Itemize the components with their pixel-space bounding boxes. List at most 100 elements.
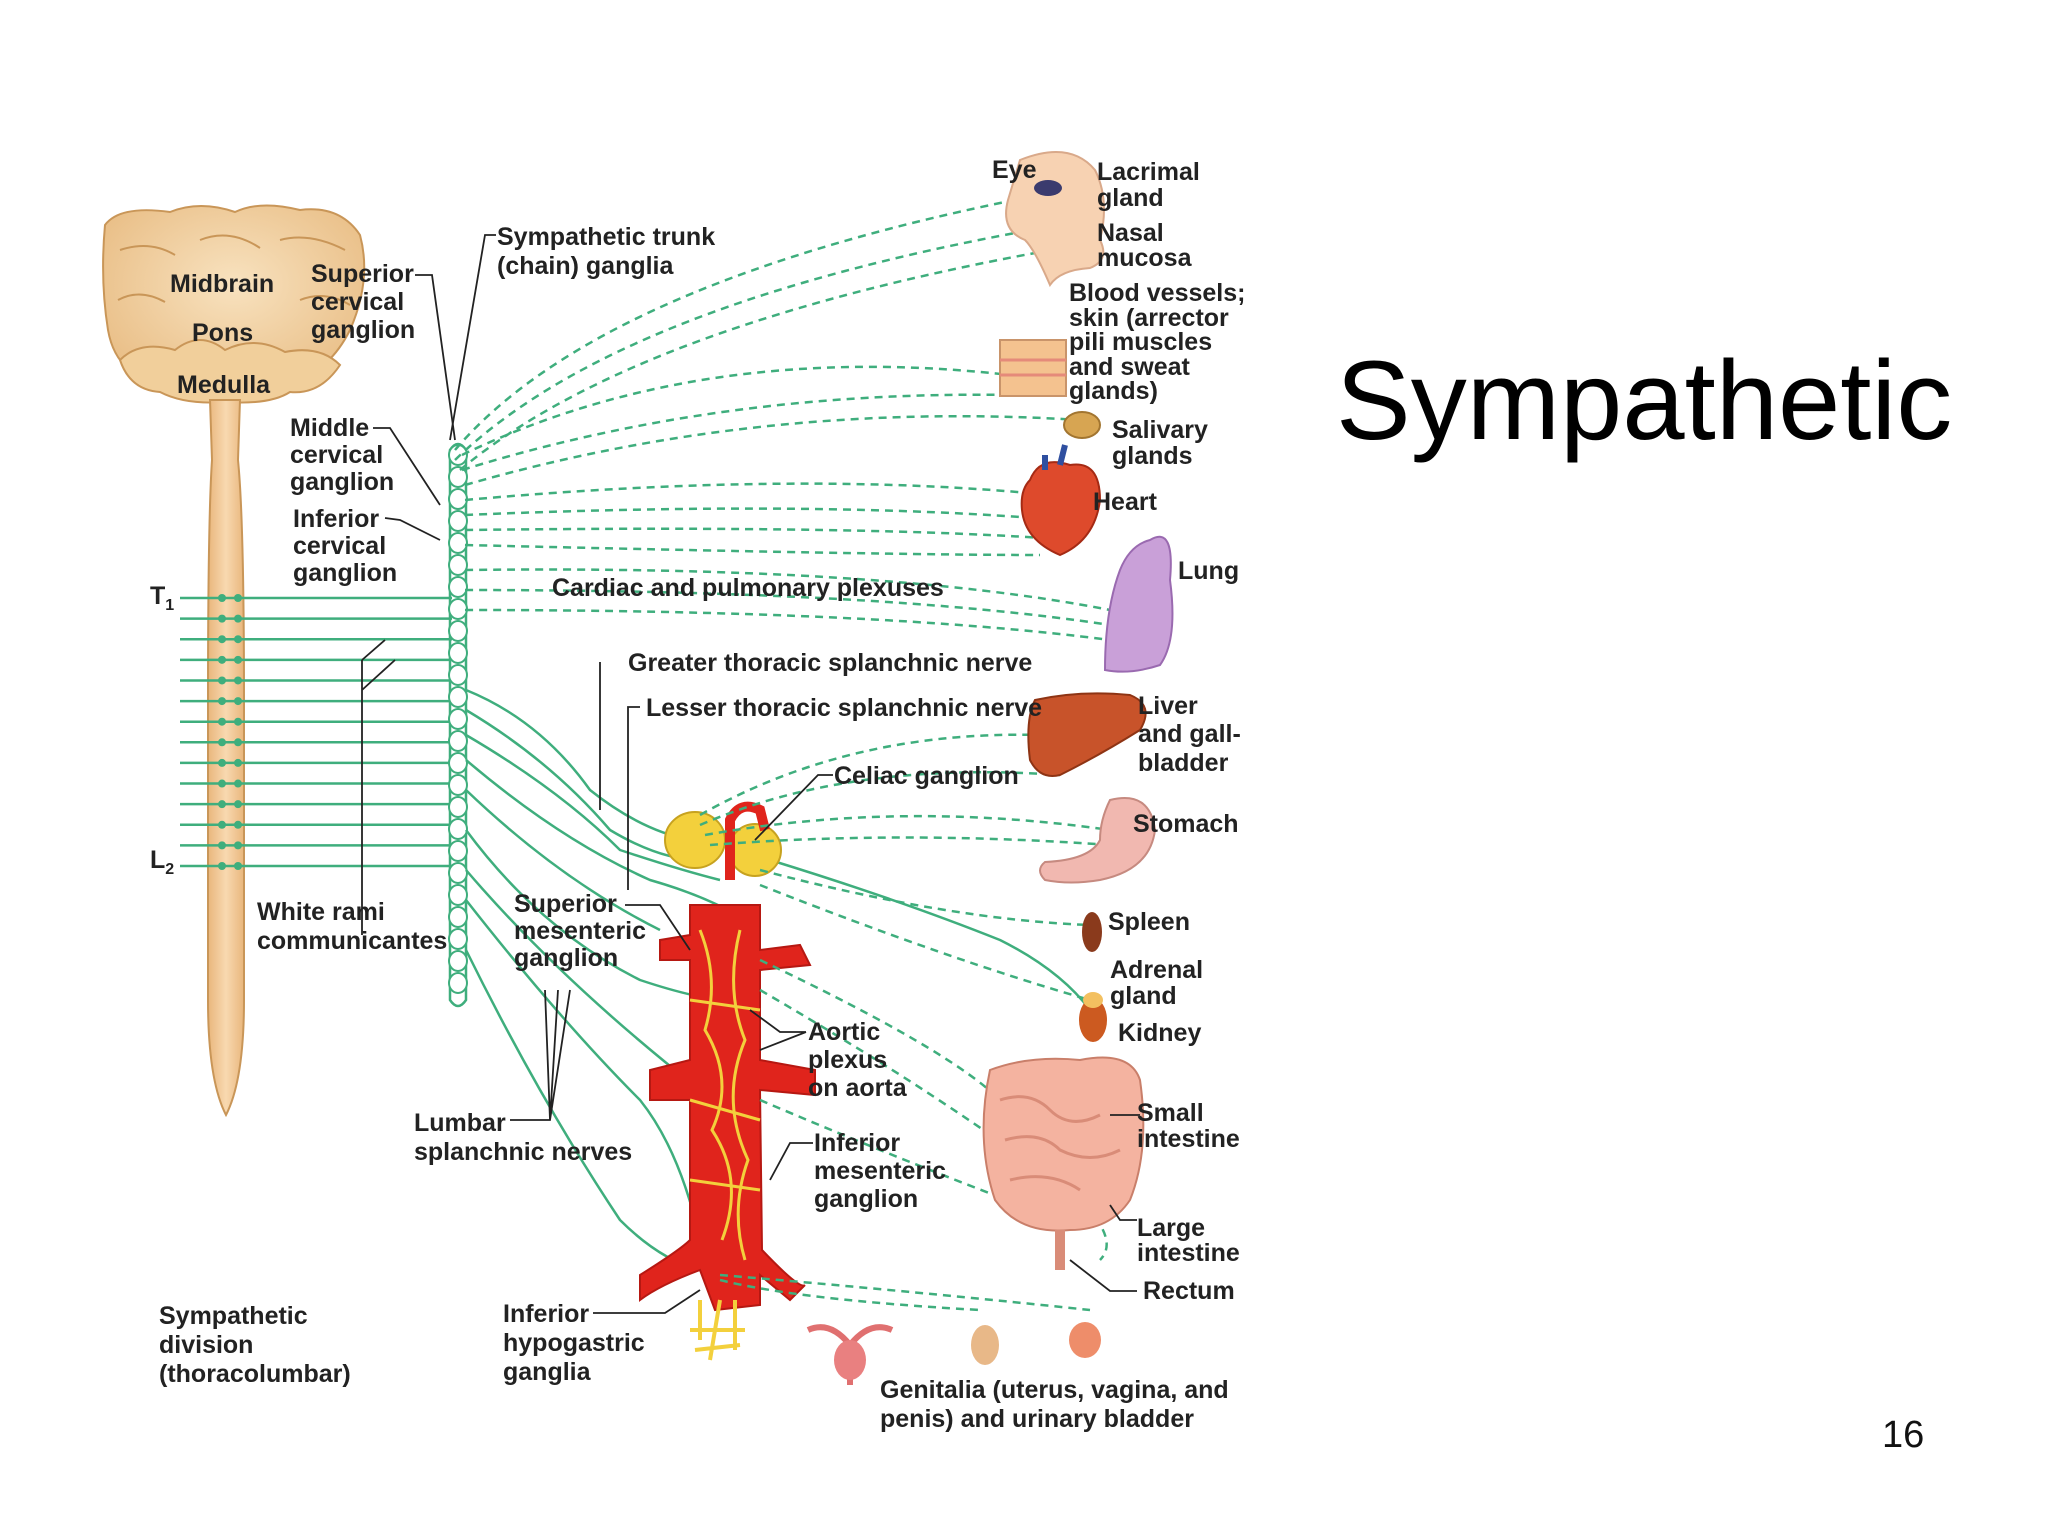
salivary-gland-shape: [1063, 411, 1101, 439]
white-rami-label-1: White rami: [257, 898, 385, 926]
rectum-label: Rectum: [1143, 1277, 1235, 1305]
middle-cervical-label-3: ganglion: [290, 468, 394, 496]
chain-ganglion-bead: [448, 598, 468, 620]
chain-ganglion-bead: [448, 554, 468, 576]
skin-block: [999, 339, 1067, 397]
chain-ganglion-bead: [448, 906, 468, 928]
inferior-hypogastric-label-3: ganglia: [503, 1358, 592, 1386]
nasal-label-2: mucosa: [1097, 244, 1193, 272]
sympathetic-trunk-label-2: (chain) ganglia: [497, 252, 675, 280]
l2-label: L2: [150, 846, 174, 878]
bladder-shape: [1069, 1322, 1101, 1358]
inferior-mesenteric-label-3: ganglion: [814, 1185, 918, 1213]
lacrimal-label-2: gland: [1097, 184, 1164, 212]
chain-ganglion-bead: [448, 620, 468, 642]
chain-ganglion-bead: [448, 884, 468, 906]
aorta: [639, 801, 816, 1361]
sympathetic-trunk-label-1: Sympathetic trunk: [497, 223, 715, 251]
spinal-cord: [207, 399, 245, 1118]
chain-ganglion-bead: [448, 686, 468, 708]
stomach-shape: [1039, 797, 1157, 884]
penis-shape: [971, 1325, 999, 1365]
nasal-label-1: Nasal: [1097, 219, 1164, 247]
salivary-label-2: glands: [1112, 442, 1193, 470]
superior-mesenteric-label-1: Superior: [514, 890, 617, 918]
slide-page-number: 16: [1882, 1414, 1925, 1456]
chain-ganglion-bead: [448, 466, 468, 488]
caption-line-3: (thoracolumbar): [159, 1360, 351, 1388]
greater-splanchnic-label: Greater thoracic splanchnic nerve: [628, 649, 1032, 677]
blood-vessels-label-2: skin (arrector: [1069, 304, 1229, 332]
medulla-label: Medulla: [177, 371, 271, 399]
inferior-cervical-label-2: cervical: [293, 532, 386, 560]
genitalia-label-2: penis) and urinary bladder: [880, 1405, 1194, 1433]
lung-label: Lung: [1178, 557, 1239, 585]
large-intestine-label-2: intestine: [1137, 1239, 1240, 1267]
liver-label-1: Liver: [1138, 692, 1198, 720]
blood-vessels-label-1: Blood vessels;: [1069, 279, 1245, 307]
blood-vessels-label-4: and sweat: [1069, 353, 1191, 381]
adrenal-label-2: gland: [1110, 982, 1177, 1010]
brain: [102, 204, 366, 404]
lung-shape: [1103, 535, 1174, 673]
chain-ganglion-bead: [448, 664, 468, 686]
caption-line-1: Sympathetic: [159, 1302, 308, 1330]
chain-ganglion-bead: [448, 928, 468, 950]
inferior-mesenteric-label-1: Inferior: [814, 1129, 900, 1157]
stomach-label: Stomach: [1133, 810, 1239, 838]
superior-mesenteric-label-2: mesenteric: [514, 917, 646, 945]
large-intestine-label-1: Large: [1137, 1214, 1205, 1242]
inferior-hypogastric-label-1: Inferior: [503, 1300, 589, 1328]
aortic-plexus-label-1: Aortic: [808, 1018, 880, 1046]
pons-label: Pons: [192, 319, 253, 347]
chain-ganglion-bead: [448, 642, 468, 664]
chain-ganglion-bead: [448, 532, 468, 554]
blood-vessels-label-3: pili muscles: [1069, 328, 1212, 356]
superior-cervical-label-1: Superior: [311, 260, 414, 288]
lesser-splanchnic-label: Lesser thoracic splanchnic nerve: [646, 694, 1042, 722]
middle-cervical-label-1: Middle: [290, 414, 369, 442]
cardiac-plexuses-label: Cardiac and pulmonary plexuses: [552, 574, 944, 602]
lacrimal-label-1: Lacrimal: [1097, 158, 1200, 186]
organs: [806, 151, 1174, 1385]
heart-shape: [1020, 461, 1102, 557]
leader-lines: [361, 234, 1140, 1314]
middle-cervical-label-2: cervical: [290, 441, 383, 469]
chain-ganglion-bead: [448, 862, 468, 884]
adrenal-label-1: Adrenal: [1110, 956, 1203, 984]
slide-title: Sympathetic: [1336, 338, 1953, 463]
superior-cervical-label-2: cervical: [311, 288, 404, 316]
chain-ganglion-bead: [448, 818, 468, 840]
white-rami-label-2: communicantes: [257, 927, 447, 955]
superior-cervical-label-3: ganglion: [311, 316, 415, 344]
lumbar-splanchnic-label-1: Lumbar: [414, 1109, 506, 1137]
splanchnic-nerves: [464, 688, 1091, 1272]
blood-vessels-label-5: glands): [1069, 377, 1158, 405]
kidney-shape: [1079, 998, 1107, 1042]
small-intestine-label-1: Small: [1137, 1099, 1204, 1127]
inferior-cervical-label-1: Inferior: [293, 505, 379, 533]
sympathetic-trunk: [448, 442, 468, 1008]
t1-label: T1: [150, 582, 174, 614]
liver-shape: [1027, 692, 1147, 777]
midbrain-label: Midbrain: [170, 270, 274, 298]
chain-ganglion-bead: [448, 730, 468, 752]
chain-ganglion-bead: [448, 708, 468, 730]
inferior-cervical-label-3: ganglion: [293, 559, 397, 587]
chain-ganglion-bead: [448, 576, 468, 598]
chain-ganglion-bead: [448, 510, 468, 532]
heart-label: Heart: [1093, 488, 1158, 516]
white-rami-lines: [180, 596, 452, 868]
superior-mesenteric-label-3: ganglion: [514, 944, 618, 972]
eye-label: Eye: [992, 156, 1037, 184]
spleen-label: Spleen: [1108, 908, 1190, 936]
chain-ganglion-bead: [448, 796, 468, 818]
liver-label-3: bladder: [1138, 749, 1229, 777]
salivary-label-1: Salivary: [1112, 416, 1208, 444]
chain-ganglion-bead: [448, 840, 468, 862]
aortic-plexus-label-3: on aorta: [808, 1074, 908, 1102]
chain-ganglion-bead: [448, 752, 468, 774]
small-intestine-label-2: intestine: [1137, 1125, 1240, 1153]
chain-ganglion-bead: [448, 774, 468, 796]
